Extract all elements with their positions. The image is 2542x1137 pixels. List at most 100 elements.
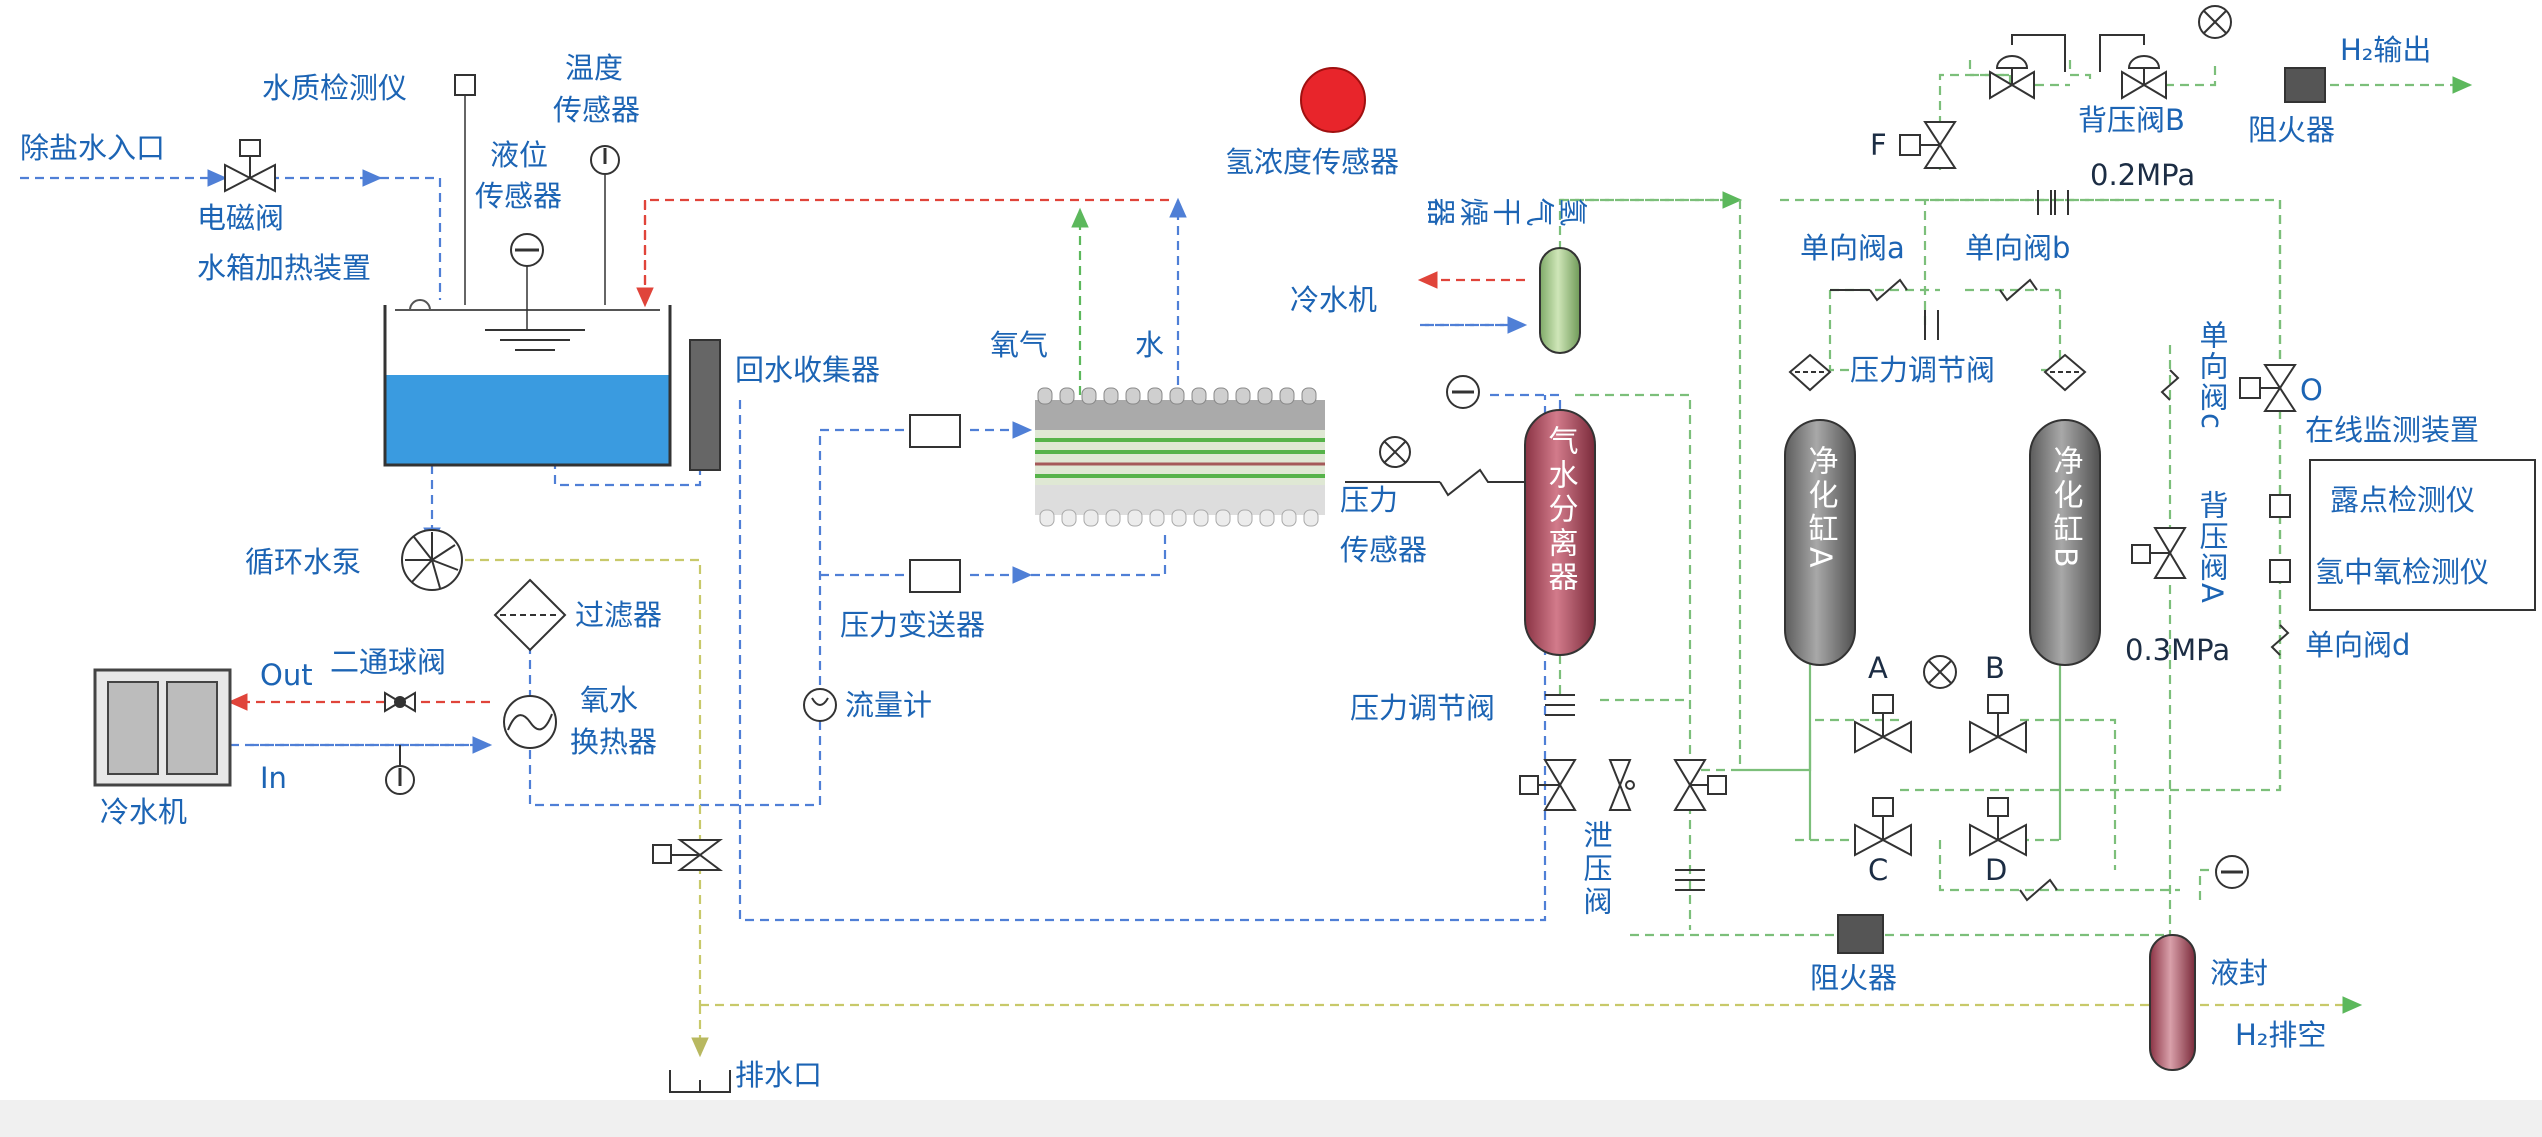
label-valve-B: B [1985, 651, 2005, 685]
gas-water-separator [1524, 409, 1596, 656]
label-h2-conc-sensor: 氢浓度传感器 [1225, 145, 1399, 179]
label-flowmeter: 流量计 [845, 688, 932, 722]
label-out: Out [260, 658, 313, 692]
back-pressure-valves-top [1989, 34, 2167, 100]
label-check-valve-a: 单向阀a [1800, 231, 1905, 265]
label-circulation-pump: 循环水泵 [245, 545, 361, 579]
label-water-quality-meter: 水质检测仪 [262, 71, 407, 105]
pressure-gauge-icon [385, 745, 415, 795]
circulation-pump-icon [401, 529, 463, 591]
purifier-b [2029, 419, 2101, 666]
label-temperature-sensor: 温度 [565, 51, 623, 85]
purifier-a [1784, 419, 1856, 666]
right-column-valves [2131, 364, 2297, 656]
diagram-canvas: 除盐水入口 水质检测仪 温度 传感器 液位 传感器 电磁阀 水箱加热装置 回水收… [20, 5, 2536, 1093]
label-valve-A: A [1868, 651, 1888, 685]
label-chiller-left: 冷水机 [100, 795, 187, 829]
label-tank-heater: 水箱加热装置 [197, 251, 371, 285]
label-level-sensor: 液位 [490, 138, 548, 172]
label-relief-valve: 泄压阀 [1579, 820, 1613, 919]
label-flame-arrester-bottom: 阻火器 [1810, 961, 1897, 995]
chiller-unit-left [93, 668, 232, 787]
separator-valves [1519, 759, 1727, 811]
ball-valve-icon [384, 691, 416, 713]
label-gas-water-separator: 气水分离器 [1543, 425, 1579, 595]
label-o2-in-h2-meter: 氢中氧检测仪 [2315, 555, 2489, 589]
flowmeter-icon [803, 688, 837, 722]
liquid-seal [2149, 934, 2196, 1071]
h2-concentration-sensor-icon [1300, 67, 1366, 133]
label-dew-point-meter: 露点检测仪 [2330, 483, 2475, 517]
label-desalted-water-inlet: 除盐水入口 [20, 131, 165, 165]
relief-regulator-icon [1675, 869, 1705, 891]
label-pressure-sensor: 压力 [1340, 483, 1398, 517]
liquid-seal-sensor-icon [2215, 855, 2249, 889]
filter-icon [493, 578, 567, 652]
check-valve-bottom-icon [2019, 878, 2058, 902]
electrolyzer-stack [1035, 387, 1325, 527]
label-level-sensor-2: 传感器 [475, 179, 562, 213]
label-oxygen-water-hx: 氧水 [580, 683, 638, 717]
valve-f-icon [1899, 121, 1957, 169]
label-two-way-ball-valve: 二通球阀 [330, 645, 446, 679]
label-check-valve-c: 单向阀c [2195, 320, 2229, 431]
return-collector-icon [689, 339, 721, 471]
separator-level-sensor-icon [1446, 375, 1480, 409]
label-purifier-b: 净化缸B [2048, 445, 2084, 572]
pressure-sensor-icon [1345, 436, 1525, 497]
label-chiller-mid: 冷水机 [1290, 283, 1377, 317]
label-pressure-reg-valve-left: 压力调节阀 [1350, 691, 1495, 725]
label-oxygen: 氧气 [990, 328, 1048, 362]
label-pressure-transmitter: 压力变送器 [840, 608, 985, 642]
label-pressure-reg-valve-right: 压力调节阀 [1850, 353, 1995, 387]
heat-exchanger-icon [503, 695, 557, 749]
label-filter: 过滤器 [575, 598, 662, 632]
label-flame-arrester-top: 阻火器 [2248, 113, 2335, 147]
flame-arrester-top-icon [2284, 67, 2326, 103]
label-h2-dryer: 氢气干燥器 [1423, 193, 1588, 227]
capacitor-02-icon [2054, 190, 2069, 215]
label-online-monitor: 在线监测装置 [2305, 413, 2479, 447]
label-valve-C: C [1868, 853, 1888, 887]
label-in: In [260, 761, 287, 795]
label-check-valve-b: 单向阀b [1965, 231, 2070, 265]
label-check-valve-d: 单向阀d [2305, 628, 2410, 662]
label-solenoid-valve: 电磁阀 [197, 201, 284, 235]
label-drain: 排水口 [735, 1058, 822, 1092]
label-valve-O: O [2300, 373, 2323, 407]
label-valve-D: D [1985, 853, 2007, 887]
drain-outlet-icon [669, 1070, 731, 1093]
label-water: 水 [1135, 328, 1164, 362]
label-temperature-sensor-2: 传感器 [553, 93, 640, 127]
label-h2-output: H₂输出 [2340, 33, 2431, 67]
pressure-transmitter-top-icon [909, 414, 961, 448]
check-valves-top [1830, 190, 2052, 340]
h2-dryer [1539, 247, 1581, 354]
online-monitor-box [2309, 459, 2536, 611]
drain-valve-icon [652, 839, 723, 871]
label-pressure-02: 0.2MPa [2090, 158, 2195, 192]
label-h2-vent: H₂排空 [2235, 1018, 2326, 1052]
label-back-pressure-valve-b: 背压阀B [2078, 103, 2185, 137]
label-valve-F: F [1870, 128, 1887, 162]
flame-arrester-bottom-icon [1837, 914, 1884, 954]
purifier-switch-valves [1854, 655, 2027, 857]
pressure-reg-valve-left-icon [1545, 694, 1575, 716]
pressure-transmitter-bottom-icon [909, 559, 961, 593]
diagram-labels: 除盐水入口 水质检测仪 温度 传感器 液位 传感器 电磁阀 水箱加热装置 回水收… [20, 33, 2489, 1092]
solenoid-valve-icon [224, 139, 276, 193]
label-return-collector: 回水收集器 [735, 353, 880, 387]
vertical-labels: 氢气干燥器 气水分离器 净化缸A 净化缸B 泄压阀 单向阀c 背压阀A [1423, 193, 2229, 919]
water-tank [383, 74, 721, 471]
label-pressure-03: 0.3MPa [2125, 633, 2230, 667]
label-purifier-a: 净化缸A [1803, 445, 1839, 572]
label-liquid-seal: 液封 [2210, 956, 2268, 990]
water-quality-icon [454, 74, 476, 96]
footer-band [0, 1100, 2542, 1137]
label-back-pressure-valve-a: 背压阀A [2195, 490, 2229, 605]
output-sensor-icon [2198, 5, 2232, 39]
pipe-network [20, 60, 2473, 1058]
pressure-reg-valve-right-icon [1788, 353, 2087, 392]
label-pressure-sensor-2: 传感器 [1340, 533, 1427, 567]
